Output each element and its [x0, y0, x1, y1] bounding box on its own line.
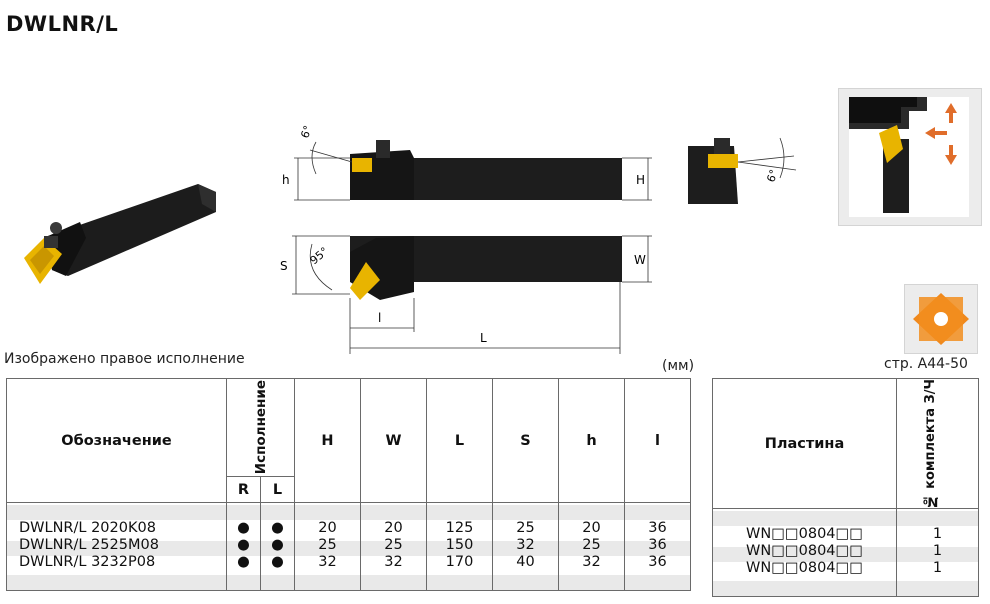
header-set-no: № комплекта З/Ч — [896, 377, 979, 510]
insert-cell: WN□□0804□□ WN□□0804□□ WN□□0804□□ — [712, 508, 897, 598]
header-L: L — [426, 378, 493, 503]
tool-3d-image — [24, 184, 216, 284]
application-panel — [838, 88, 982, 226]
spec-table-container: Обозначение Исполнение H W L S h l R L D… — [6, 378, 691, 591]
header-S: S — [492, 378, 559, 503]
header-h: h — [558, 378, 625, 503]
R-cell: ● ● ● — [226, 502, 261, 591]
depicted-note: Изображено правое исполнение — [4, 351, 245, 367]
list-item: WN□□0804□□ — [746, 526, 863, 543]
table-row: DWLNR/L 2020K08 — [19, 520, 156, 536]
list-item: WN□□0804□□ — [746, 560, 863, 577]
set-no-cell: 1 1 1 — [896, 508, 979, 598]
header-execution: Исполнение — [226, 378, 295, 477]
units-note: (мм) — [662, 358, 695, 374]
table-row: DWLNR/L 2525M08 — [19, 537, 159, 553]
header-L-exec: L — [260, 476, 295, 503]
S-cell: 25 32 40 — [492, 502, 559, 591]
header-W: W — [360, 378, 427, 503]
list-item: WN□□0804□□ — [746, 543, 863, 560]
designation-cell: DWLNR/L 2020K08 DWLNR/L 2525M08 DWLNR/L … — [6, 502, 227, 591]
dim-H-label: H — [636, 173, 645, 187]
header-R: R — [226, 476, 261, 503]
W-cell: 20 25 32 — [360, 502, 427, 591]
end-view-drawing: 6° — [688, 137, 797, 204]
dim-l-label: l — [378, 311, 381, 325]
header-designation: Обозначение — [6, 378, 227, 503]
L-exec-cell: ● ● ● — [260, 502, 295, 591]
H-cell: 20 25 32 — [294, 502, 361, 591]
insert-icon — [913, 293, 969, 345]
insert-table: Пластина № комплекта З/Ч WN□□0804□□ WN□□… — [712, 377, 979, 598]
header-insert: Пластина — [712, 377, 897, 510]
table-row: DWLNR/L 3232P08 — [19, 554, 156, 570]
L-cell: 125 150 170 — [426, 502, 493, 591]
table-body-row: DWLNR/L 2020K08 DWLNR/L 2525M08 DWLNR/L … — [6, 502, 691, 591]
header-l: l — [624, 378, 691, 503]
angle-top-right-label: 6° — [764, 168, 780, 184]
page-reference: стр. A44-50 — [884, 356, 968, 372]
application-diagram — [849, 97, 969, 217]
page-title: DWLNR/L — [6, 12, 119, 36]
insert-body-row: WN□□0804□□ WN□□0804□□ WN□□0804□□ 1 1 1 — [712, 508, 979, 598]
technical-drawing: H h 6° W S 95° l L — [280, 124, 652, 354]
angle-top-left-label: 6° — [298, 124, 314, 140]
h-cell: 20 25 32 — [558, 502, 625, 591]
insert-image-panel — [904, 284, 978, 354]
dim-h-label: h — [282, 173, 290, 187]
spec-table: Обозначение Исполнение H W L S h l R L D… — [6, 378, 691, 591]
dim-W-label: W — [634, 253, 646, 267]
dim-L-label: L — [480, 331, 487, 345]
header-H: H — [294, 378, 361, 503]
insert-table-container: Пластина № комплекта З/Ч WN□□0804□□ WN□□… — [712, 377, 979, 598]
dim-S-label: S — [280, 259, 288, 273]
l-cell: 36 36 36 — [624, 502, 691, 591]
